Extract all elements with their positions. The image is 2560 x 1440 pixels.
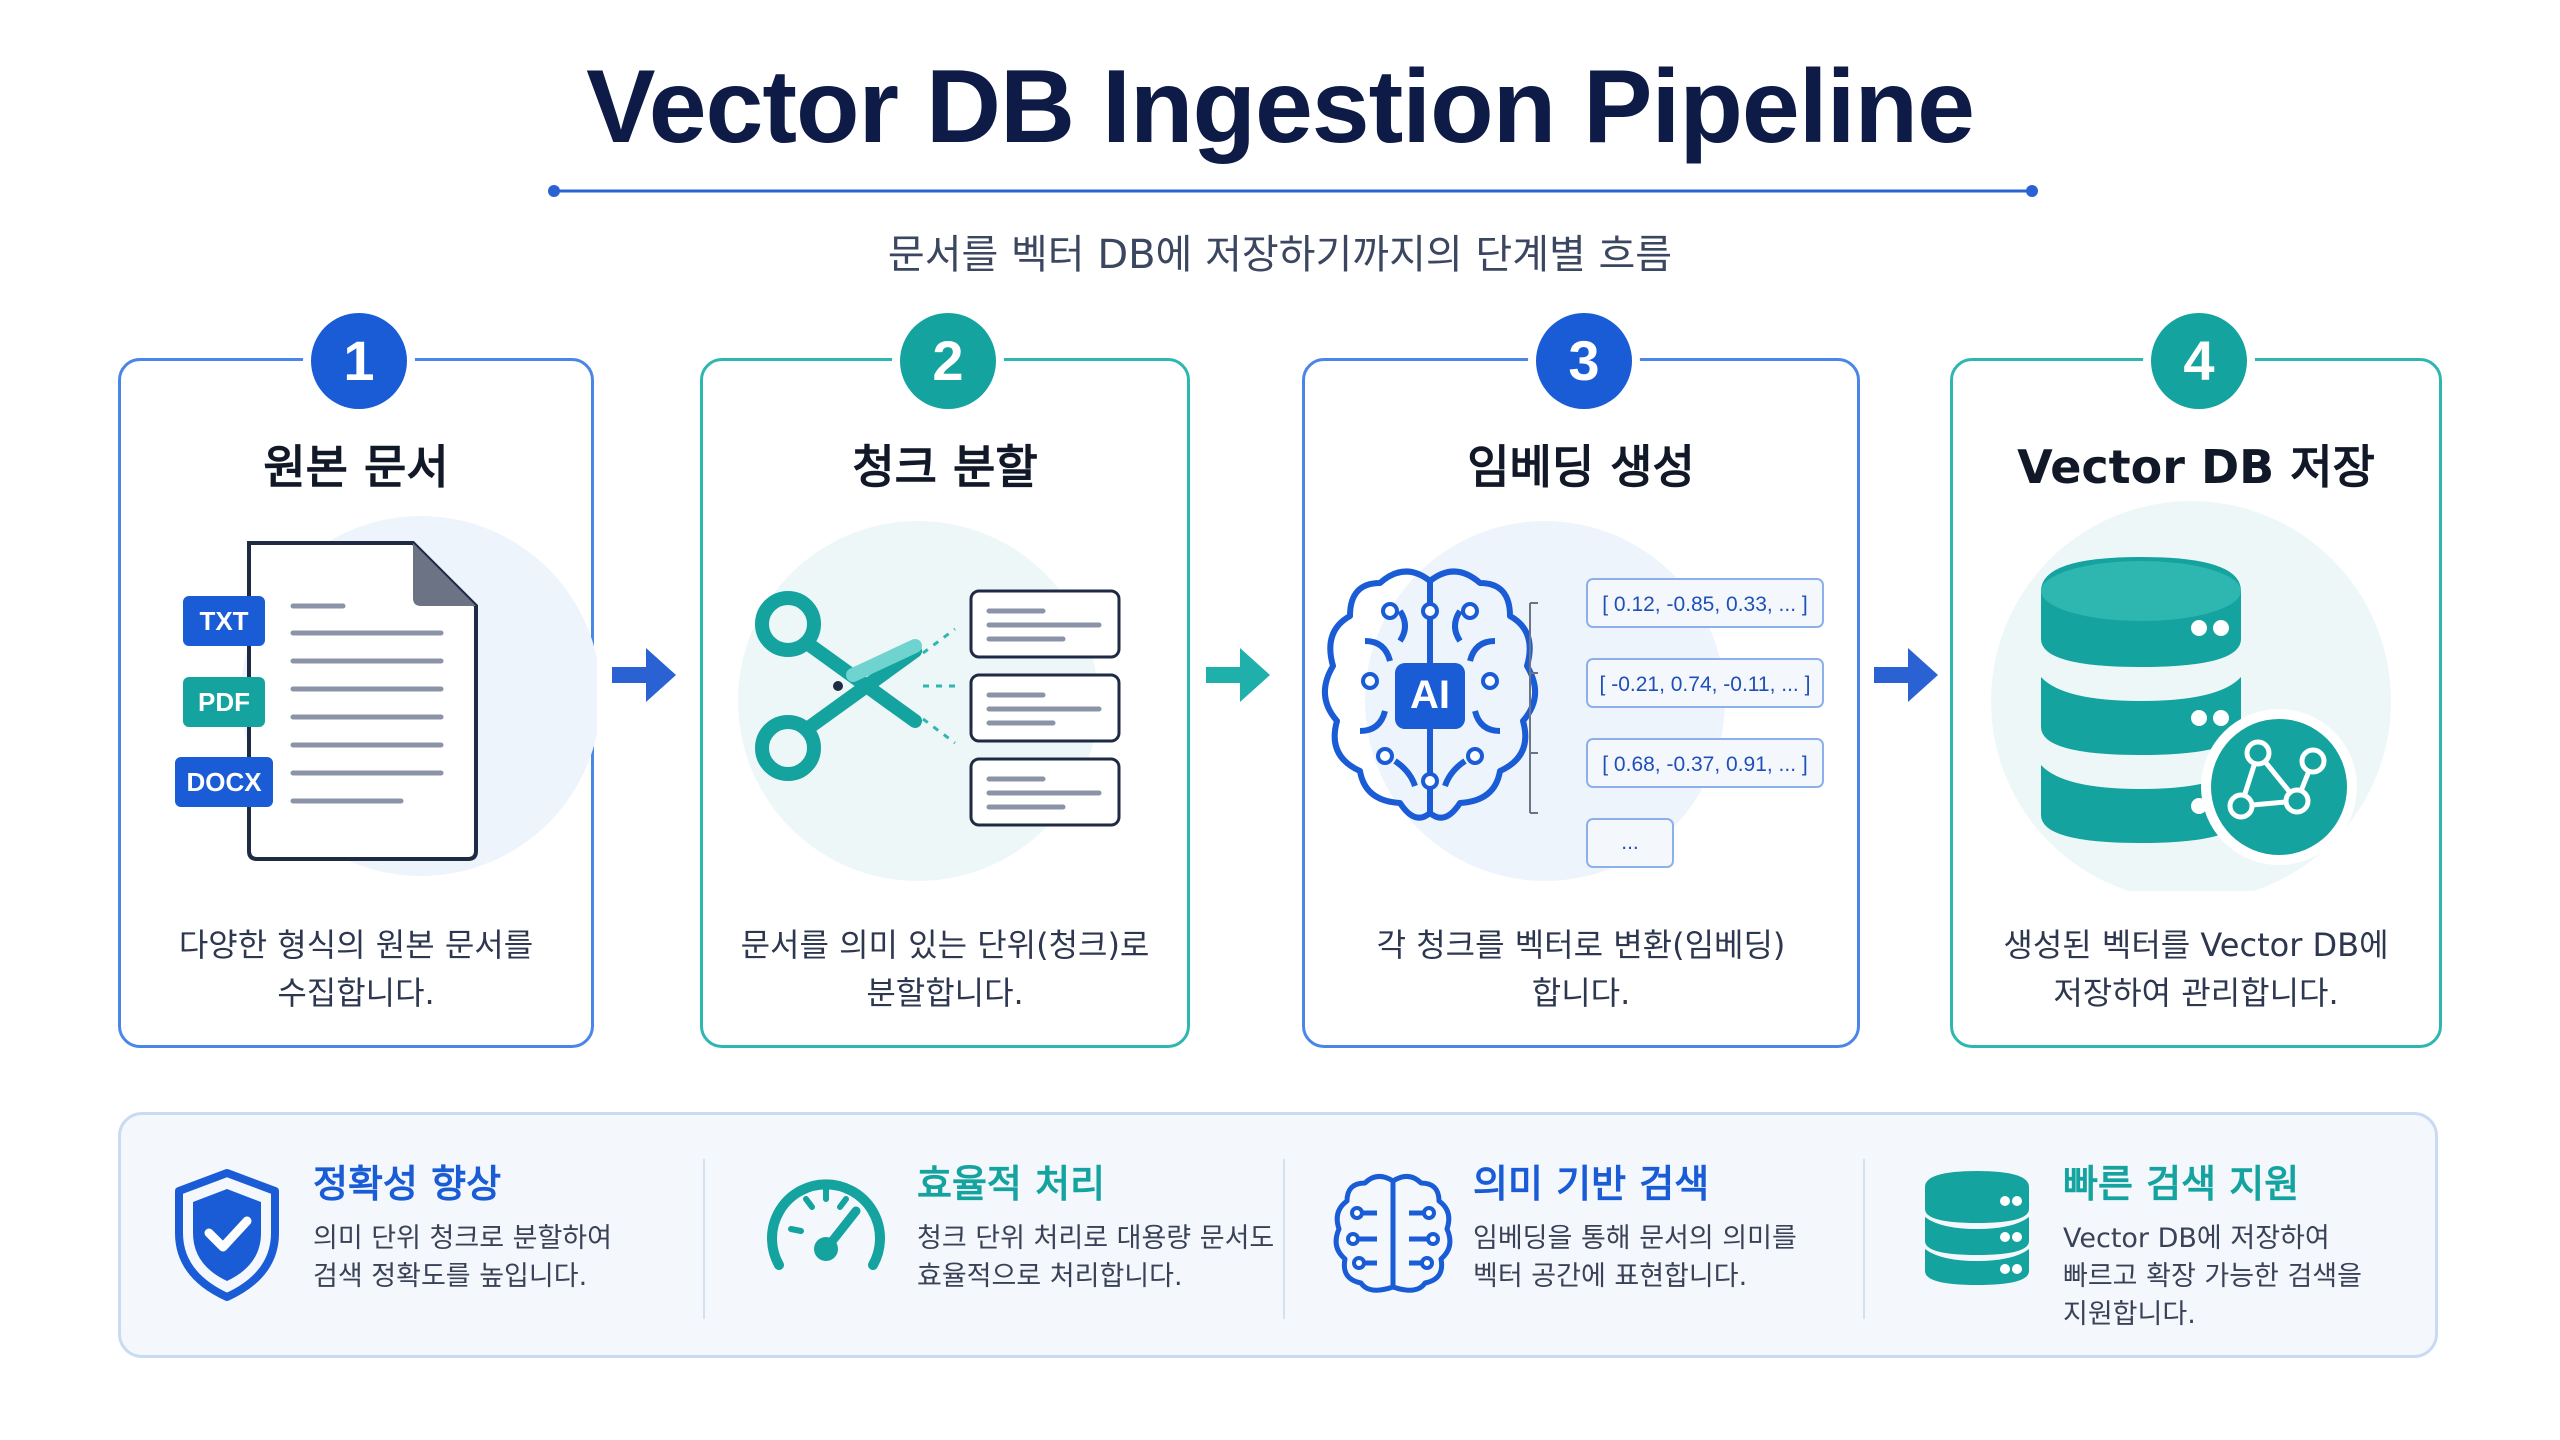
svg-text:...: ... — [1621, 831, 1639, 854]
benefit-accuracy: 정확성 향상 의미 단위 청크로 분할하여 검색 정확도를 높입니다. — [161, 1115, 701, 1355]
chunk-block — [969, 757, 1121, 827]
document-icon: TXT PDF DOCX — [175, 516, 597, 876]
database-network-icon — [1991, 501, 2391, 891]
page-title: Vector DB Ingestion Pipeline — [586, 49, 1975, 165]
vector-row: [ 0.12, -0.85, 0.33, ... ] — [1586, 578, 1824, 628]
step-number-badge: 2 — [900, 313, 996, 409]
file-type-tag-txt: TXT — [183, 596, 265, 646]
step-card-vector-db: 4 Vector DB 저장 생성된 벡터를 Vector DB에 저장하여 관… — [1950, 313, 2442, 1048]
step-description: 생성된 벡터를 Vector DB에 저장하여 관리합니다. — [2003, 926, 2389, 1012]
svg-text:[ 0.68, -0.37, 0.91, ... ]: [ 0.68, -0.37, 0.91, ... ] — [1602, 753, 1807, 776]
benefit-title: 빠른 검색 지원 — [2063, 1162, 2300, 1206]
benefit-text: 의미 단위 청크로 분할하여 검색 정확도를 높입니다. — [313, 1223, 612, 1292]
arrow-right-icon — [612, 648, 676, 702]
svg-text:DOCX: DOCX — [186, 767, 262, 797]
benefit-semantic-search: 의미 기반 검색 임베딩을 통해 문서의 의미를 벡터 공간에 표현합니다. — [1333, 1115, 1873, 1355]
step-description: 각 청크를 벡터로 변환(임베딩) 합니다. — [1376, 926, 1786, 1012]
chunk-block — [969, 673, 1121, 743]
benefit-title: 효율적 처리 — [917, 1162, 1106, 1206]
step-number-badge: 3 — [1536, 313, 1632, 409]
database-icon — [1925, 1171, 2029, 1285]
svg-text:TXT: TXT — [199, 606, 248, 636]
step-card-original-docs: 1 원본 문서 TXT PDF DOCX 다양한 형식의 원본 문서를 수집합니 — [118, 313, 597, 1048]
benefits-panel: 정확성 향상 의미 단위 청크로 분할하여 검색 정확도를 높입니다. 효율적 … — [118, 1112, 2438, 1358]
file-type-tag-docx: DOCX — [175, 757, 273, 807]
step-description: 다양한 형식의 원본 문서를 수집합니다. — [178, 926, 534, 1012]
divider — [1283, 1159, 1285, 1319]
step-title: 청크 분할 — [852, 440, 1038, 494]
step-title: Vector DB 저장 — [2017, 440, 2375, 494]
divider — [703, 1159, 705, 1319]
subtitle: 문서를 벡터 DB에 저장하기까지의 단계별 흐름 — [887, 232, 1673, 278]
file-type-tag-pdf: PDF — [183, 677, 265, 727]
arrow-right-icon — [1206, 648, 1270, 702]
svg-text:[ -0.21, 0.74, -0.11, ... ]: [ -0.21, 0.74, -0.11, ... ] — [1600, 673, 1811, 696]
benefit-fast-search: 빠른 검색 지원 Vector DB에 저장하여 빠르고 확장 가능한 검색을 … — [1921, 1115, 2431, 1355]
step-number-badge: 1 — [311, 313, 407, 409]
benefit-efficiency: 효율적 처리 청크 단위 처리로 대용량 문서도 효율적으로 처리합니다. — [761, 1115, 1321, 1355]
svg-text:[ 0.12, -0.85, 0.33, ... ]: [ 0.12, -0.85, 0.33, ... ] — [1602, 593, 1807, 616]
vector-row: [ -0.21, 0.74, -0.11, ... ] — [1586, 658, 1824, 708]
speedometer-icon — [767, 1179, 885, 1270]
svg-text:PDF: PDF — [198, 687, 250, 717]
benefit-title: 정확성 향상 — [313, 1162, 502, 1206]
vector-row: [ 0.68, -0.37, 0.91, ... ] — [1586, 738, 1824, 788]
scissors-icon — [738, 521, 1121, 881]
step-description: 문서를 의미 있는 단위(청크)로 분할합니다. — [740, 926, 1150, 1012]
svg-text:AI: AI — [1410, 673, 1450, 717]
step-card-chunking: 2 청크 분할 — [700, 313, 1190, 1048]
benefit-text: 청크 단위 처리로 대용량 문서도 효율적으로 처리합니다. — [917, 1223, 1275, 1292]
step-card-embedding: 3 임베딩 생성 AI [ 0.12, -0.85, 0.33, ... ] [… — [1302, 313, 1860, 1048]
benefit-text: Vector DB에 저장하여 빠르고 확장 가능한 검색을 지원합니다. — [2063, 1223, 2362, 1330]
arrow-right-icon — [1874, 648, 1938, 702]
benefit-text: 임베딩을 통해 문서의 의미를 벡터 공간에 표현합니다. — [1473, 1223, 1797, 1292]
chunk-block — [969, 589, 1121, 659]
shield-check-icon — [175, 1169, 279, 1301]
benefit-title: 의미 기반 검색 — [1473, 1162, 1710, 1206]
step-title: 원본 문서 — [263, 440, 449, 494]
vector-row: ... — [1586, 818, 1674, 868]
ai-brain-icon: AI [ 0.12, -0.85, 0.33, ... ] [ -0.21, 0… — [1322, 521, 1824, 881]
step-title: 임베딩 생성 — [1467, 440, 1695, 494]
brain-circuit-icon — [1333, 1174, 1453, 1293]
step-number-badge: 4 — [2151, 313, 2247, 409]
divider — [1863, 1159, 1865, 1319]
title-underline — [548, 185, 2038, 197]
